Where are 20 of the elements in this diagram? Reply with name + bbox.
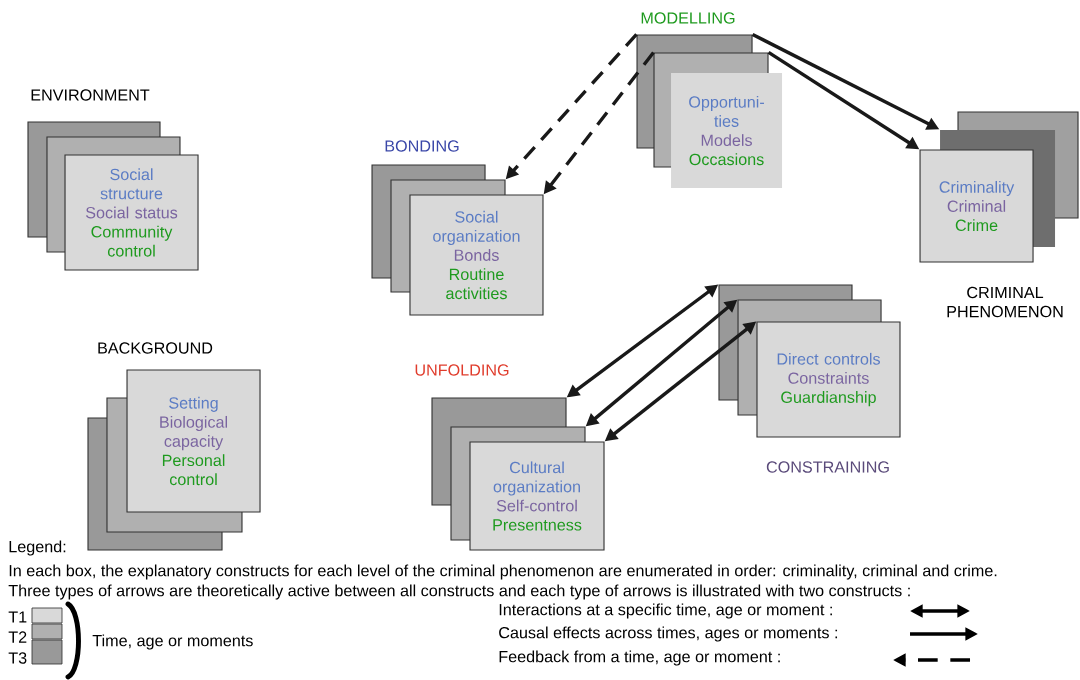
legend-text: T1 xyxy=(8,611,27,623)
heading-label: MODELLING xyxy=(641,12,735,24)
legend-text: Time, age or moments xyxy=(92,634,253,650)
heading-label: CONSTRAINING xyxy=(766,461,889,473)
heading-label: CRIMINAL PHENOMENON xyxy=(947,286,1063,318)
heading-label: ENVIRONMENT xyxy=(31,89,150,101)
legend-text: Interactions at a specific time, age or moment : xyxy=(499,603,832,619)
legend-text: Feedback from a time, age or moment : xyxy=(499,650,780,666)
legend-heading: Legend: xyxy=(9,540,66,556)
construct-box: Setting Biological capacity Personal control xyxy=(126,369,261,513)
legend-text: T2 xyxy=(8,631,27,643)
heading-label: BACKGROUND xyxy=(98,342,213,354)
construct-box: Social structure Social status Community control xyxy=(64,154,199,271)
note-text: Three types of arrows are theoretically active between all constructs and each type of arrows is illustrated with two constructs : xyxy=(8,584,910,600)
heading-label: BONDING xyxy=(385,140,459,152)
heading-label: UNFOLDING xyxy=(415,364,509,376)
legend-text: T3 xyxy=(8,652,27,664)
construct-box: Social organization Bonds Routine activities xyxy=(409,194,544,316)
legend-text: Causal effects across times, ages or moments : xyxy=(499,626,837,642)
note-text: In each box, the explanatory constructs for each level of the criminal phenomenon are enumerated in order: criminality, criminal and crime. xyxy=(9,564,997,580)
